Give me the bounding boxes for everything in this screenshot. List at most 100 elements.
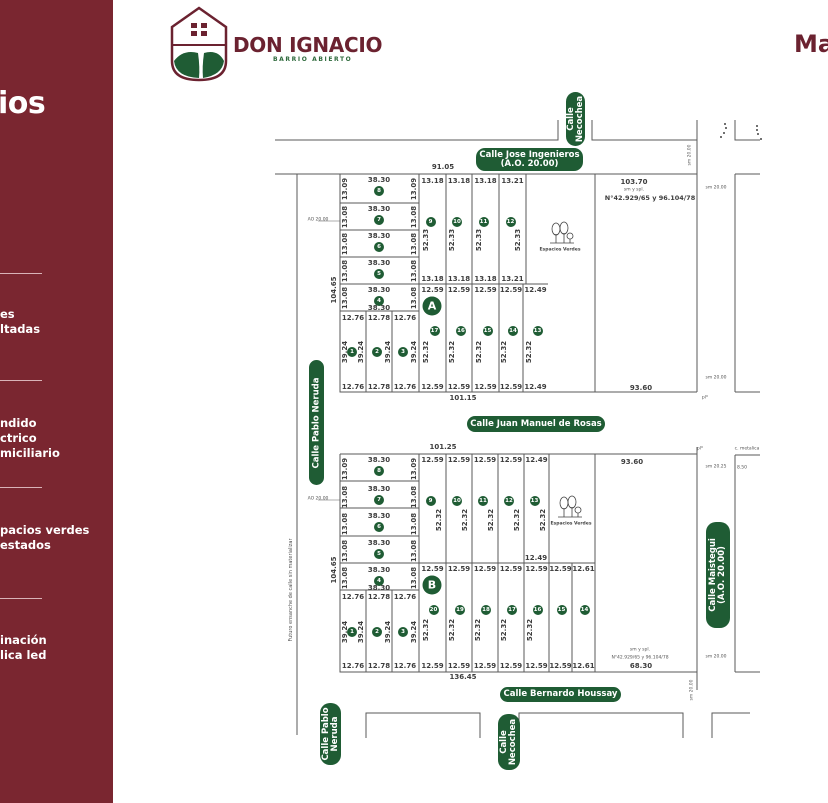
dimension-label: 12.78 <box>367 593 391 601</box>
dimension-label: 12.59 <box>447 383 471 391</box>
dimension-label: 52.33 <box>513 228 522 252</box>
dimension-label: 12.76 <box>393 314 417 322</box>
dimension-label: 13.08 <box>341 512 349 535</box>
dimension-label: 13.09 <box>341 177 349 200</box>
lot-number: 16 <box>532 605 543 615</box>
divider <box>0 487 42 488</box>
dimension-label: 12.59 <box>447 286 471 294</box>
street-label-text: Calle Necochea <box>499 718 518 766</box>
dimension-label: 13.18 <box>474 275 497 283</box>
house-logo-icon <box>170 6 228 82</box>
dimension-label: 12.59 <box>447 565 471 573</box>
dimension-label: 12.76 <box>341 593 365 601</box>
dimension-label: 13.18 <box>421 177 444 185</box>
dimension-label: 13.08 <box>341 485 349 508</box>
dimension-label: 38.30 <box>367 584 391 592</box>
tree-icon <box>550 221 574 244</box>
dimension-label: 13.18 <box>474 177 497 185</box>
lot-number: 11 <box>478 496 488 506</box>
dimension-label: 12.76 <box>393 593 417 601</box>
lot-number: 3 <box>398 347 408 357</box>
ao-label: AO 20.00 <box>307 217 329 223</box>
dimension-label: 12.59 <box>473 565 497 573</box>
dimension-label: 104.65 <box>330 276 338 304</box>
dimension-label: 103.70 <box>620 178 648 186</box>
lot-number: 18 <box>481 605 491 615</box>
dimension-label: 13.18 <box>447 177 471 185</box>
dimension-label: 13.09 <box>341 457 349 480</box>
dimension-label: 52.32 <box>525 618 534 642</box>
dimension-label: 12.49 <box>524 383 547 391</box>
lot-number: 15 <box>556 605 567 615</box>
green-space-label: Espacios Verdes <box>550 521 592 527</box>
parcel-note: sm y spl. <box>623 187 645 193</box>
dimension-label: 13.08 <box>410 512 418 535</box>
divider <box>0 380 42 381</box>
dimension-label: 52.32 <box>500 618 508 642</box>
dimension-label: 13.08 <box>341 232 349 255</box>
dimension-label: 52.32 <box>461 508 469 532</box>
feature-item: pacios verdes estados <box>0 523 90 552</box>
dimension-label: 12.59 <box>421 456 444 464</box>
dimension-label: 12.76 <box>341 662 365 670</box>
block-b-lines <box>339 447 698 690</box>
street-label-bernardo-houssay: Calle Bernardo Houssay <box>500 687 621 702</box>
fence-dimension: 8.50 <box>736 465 748 471</box>
dimension-label: 52.32 <box>538 508 547 532</box>
dimension-label: 38.30 <box>367 176 391 184</box>
dimension-label: 13.08 <box>410 205 418 228</box>
dimension-label: 39.24 <box>410 340 418 364</box>
setback-label: sm 20.00 <box>689 679 695 701</box>
setback-label: sm 20.00 <box>705 654 727 660</box>
dimension-label: 13.08 <box>341 205 349 228</box>
dimension-label: 13.21 <box>501 275 524 283</box>
dimension-label: 52.32 <box>500 340 508 364</box>
dimension-label: 13.08 <box>341 259 349 282</box>
lot-number: 16 <box>456 326 466 336</box>
dimension-label: 12.59 <box>421 565 444 573</box>
lot-number: 7 <box>374 495 384 505</box>
dimension-label: 12.59 <box>474 383 497 391</box>
dimension-label: 39.24 <box>357 620 365 644</box>
dimension-label: 38.30 <box>367 259 391 267</box>
lot-number: 4 <box>374 296 384 306</box>
lot-number: 2 <box>372 347 382 357</box>
dimension-label: 101.25 <box>429 443 457 451</box>
street-label-text: Calle Pablo Neruda <box>320 707 340 761</box>
dimension-label: 12.59 <box>499 383 523 391</box>
dimension-label: 13.09 <box>410 457 418 480</box>
dimension-label: 12.59 <box>525 662 548 670</box>
dimension-label: 13.18 <box>421 275 444 283</box>
dimension-label: 38.30 <box>367 539 391 547</box>
lot-number: 14 <box>579 605 590 615</box>
dimension-label: 52.32 <box>421 618 430 642</box>
dimension-label: 68.30 <box>629 662 653 670</box>
dimension-label: 52.32 <box>474 618 482 642</box>
dimension-label: 12.49 <box>525 456 548 464</box>
dimension-label: 13.21 <box>501 177 524 185</box>
street-label-necochea-top: Calle Necochea <box>566 92 585 146</box>
dimension-label: 39.24 <box>384 620 392 644</box>
lot-number: 12 <box>504 496 514 506</box>
dimension-label: 52.32 <box>474 340 483 364</box>
dimension-label: 39.24 <box>341 340 349 364</box>
sidebar-heading: ios <box>0 86 46 121</box>
cadastre-label: N°42.929/65 y 96.104/78 <box>604 194 696 202</box>
dimension-label: 12.59 <box>499 662 523 670</box>
dimension-label: 13.09 <box>410 177 418 200</box>
lot-number: 15 <box>482 326 493 336</box>
dimension-label: 13.08 <box>341 286 349 309</box>
dimension-label: 13.18 <box>447 275 471 283</box>
street-label-text: Calle Maistegui (A.O. 20.00) <box>708 538 727 612</box>
dimension-label: 52.32 <box>421 340 430 364</box>
divider <box>0 273 42 274</box>
dimension-label: 13.08 <box>410 259 418 282</box>
dimension-label: 13.08 <box>410 566 418 589</box>
dimension-label: 104.65 <box>330 556 338 584</box>
dimension-label: 12.76 <box>393 662 417 670</box>
dimension-label: 52.33 <box>421 228 430 252</box>
setback-label: sm 20.00 <box>705 375 727 381</box>
lot-number: 4 <box>374 576 384 586</box>
street-label-pablo-neruda: Calle Pablo Neruda <box>309 360 324 485</box>
